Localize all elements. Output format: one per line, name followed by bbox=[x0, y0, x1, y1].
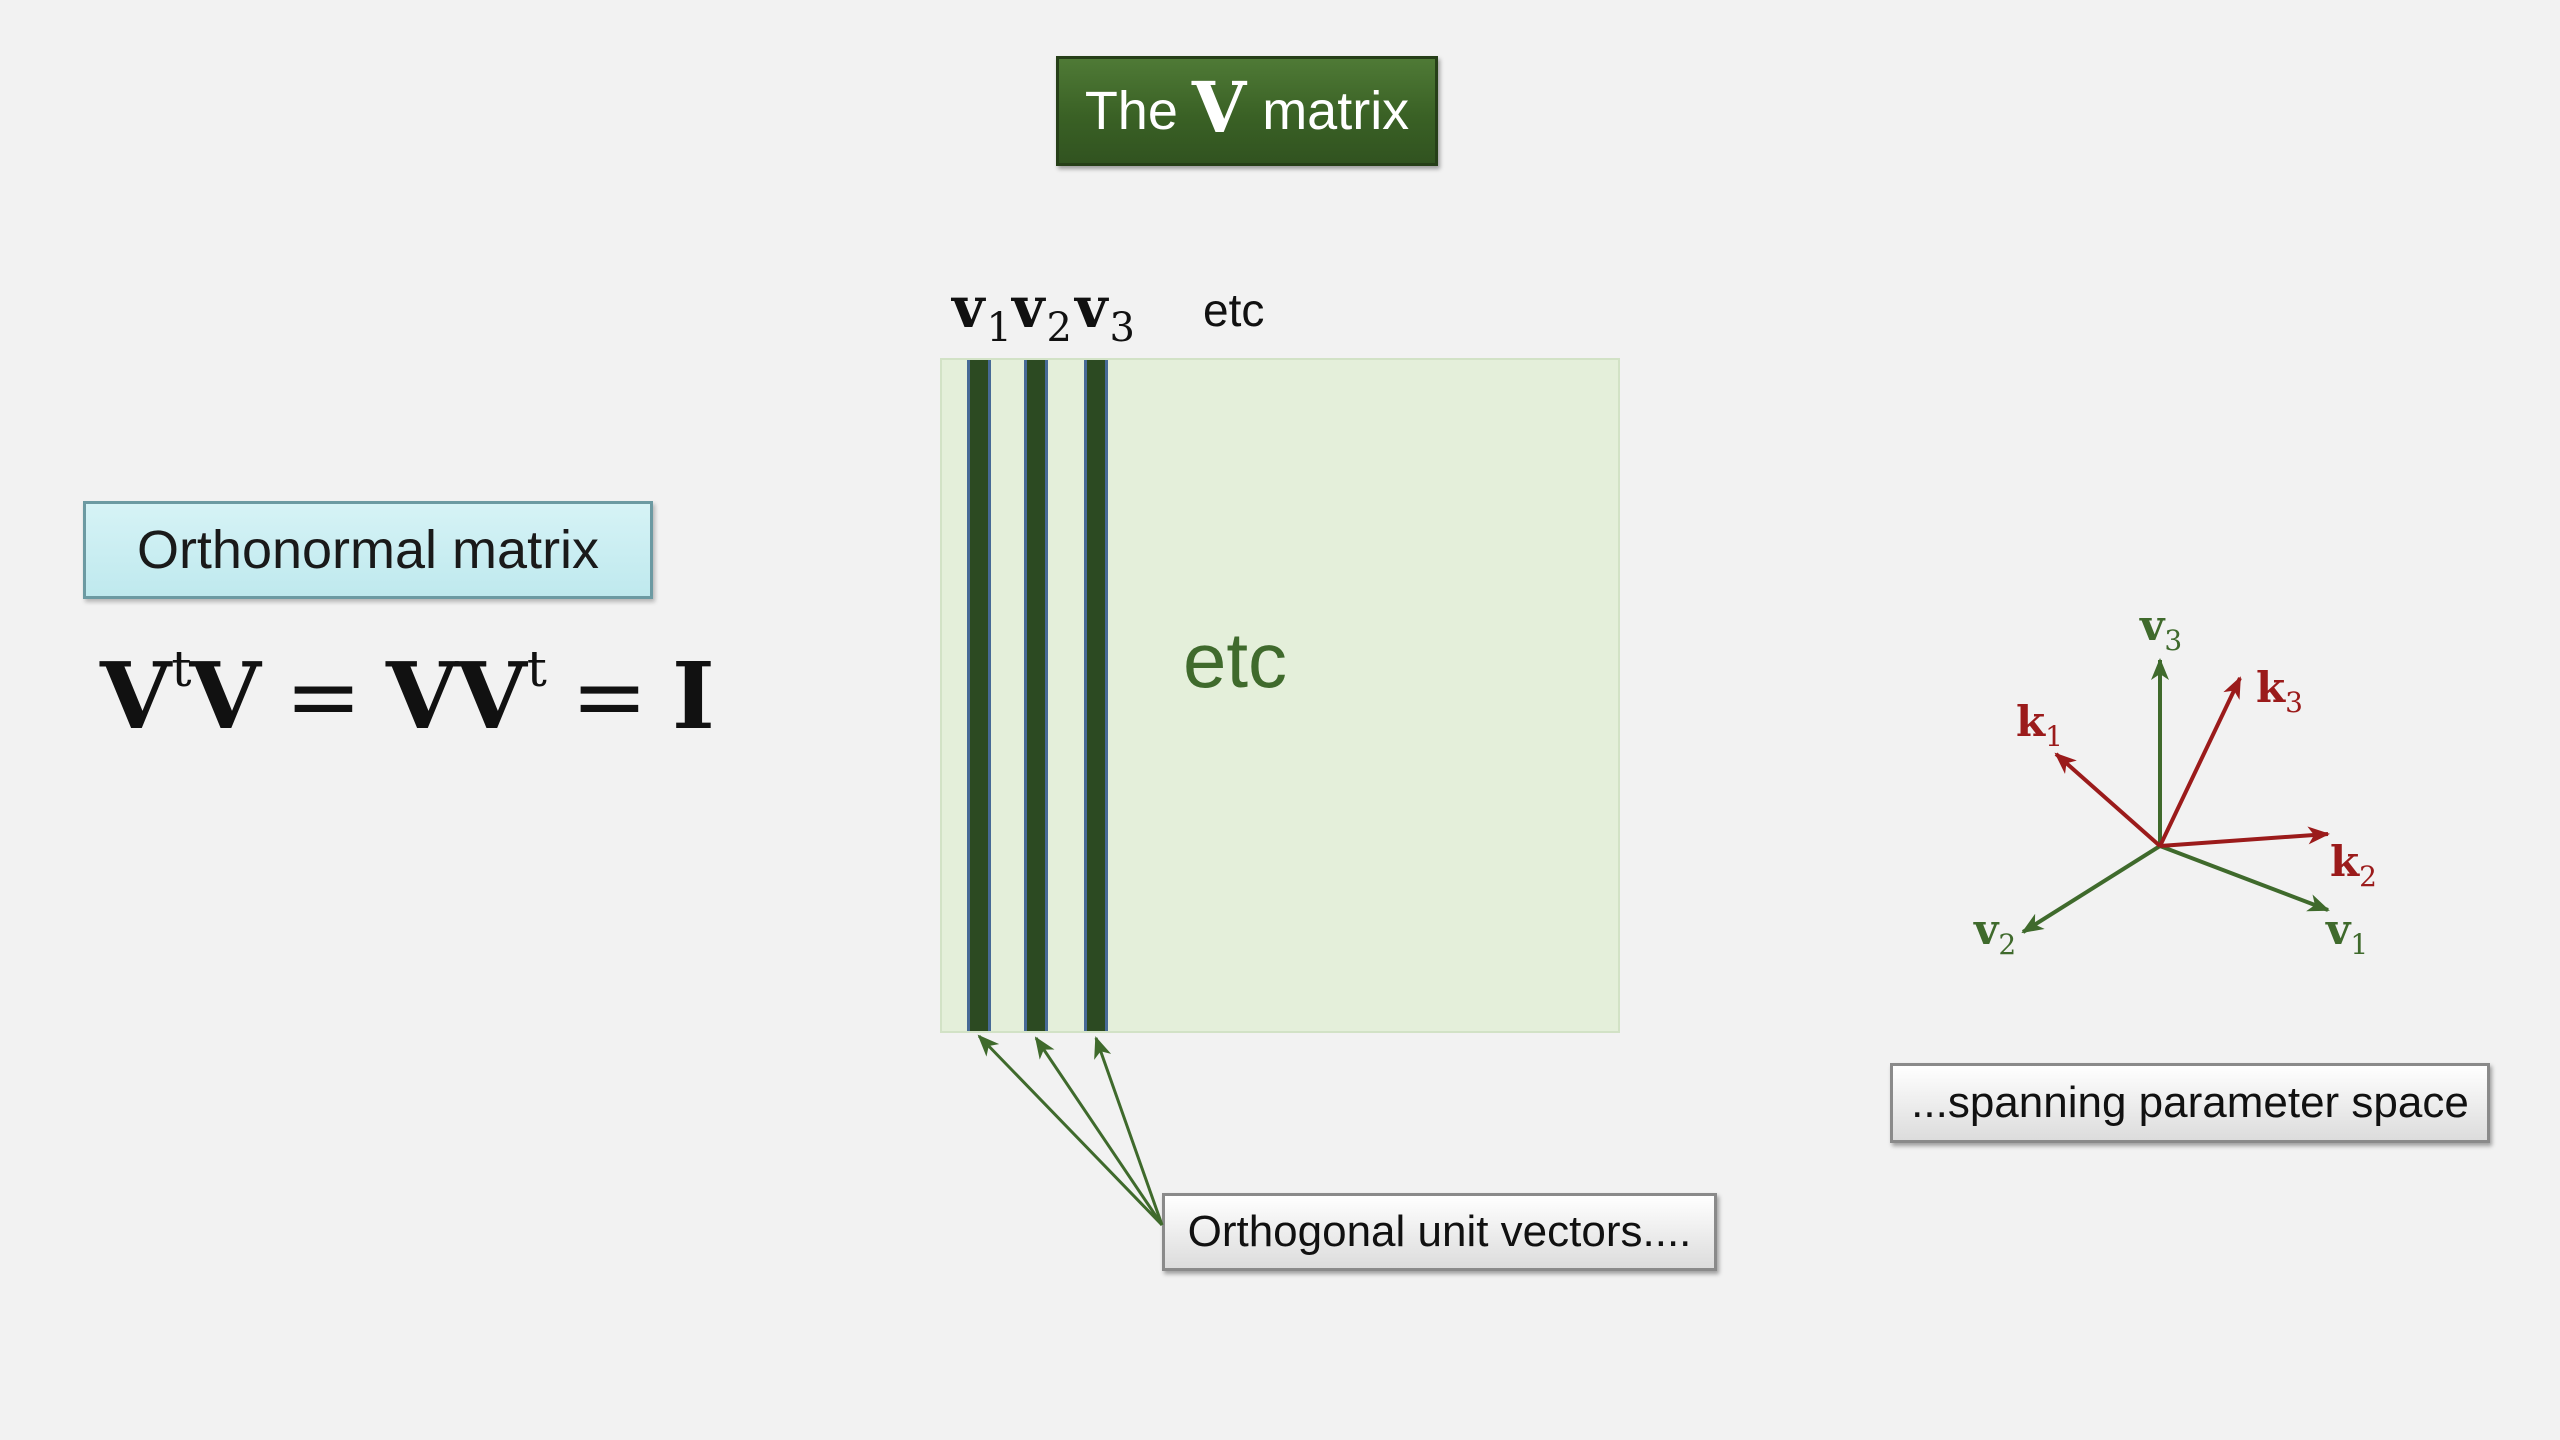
label-v3: v3 bbox=[2139, 601, 2182, 657]
columns-etc-label: etc bbox=[1203, 284, 1265, 336]
title-symbol: V bbox=[1191, 65, 1247, 149]
column-label-v1: v1 bbox=[952, 275, 1012, 351]
column-label-v2: v2 bbox=[1012, 275, 1072, 351]
vector-k1-arrow bbox=[2054, 752, 2162, 848]
v-matrix bbox=[940, 358, 1620, 1033]
eq-term-d: I bbox=[671, 642, 715, 750]
column-vector-2 bbox=[1024, 360, 1048, 1031]
eq-sup-1: t bbox=[171, 640, 191, 698]
vector-k2-arrow bbox=[2159, 826, 2330, 848]
pointer-arrow-v1 bbox=[977, 1034, 1164, 1227]
title-suffix: matrix bbox=[1262, 81, 1410, 141]
column-vector-1 bbox=[967, 360, 991, 1031]
orthonormal-label: Orthonormal matrix bbox=[136, 520, 600, 580]
spanning-space-text: ...spanning parameter space bbox=[1911, 1078, 2469, 1127]
column-label-v3: v3 bbox=[1075, 275, 1135, 351]
column-vector-3 bbox=[1084, 360, 1108, 1031]
vector-k3-arrow bbox=[2158, 676, 2242, 847]
orthogonal-vectors-callout: Orthogonal unit vectors.... bbox=[1162, 1193, 1717, 1271]
label-k1: k1 bbox=[2016, 697, 2063, 753]
title-prefix: The bbox=[1084, 81, 1178, 141]
pointer-arrow-v3 bbox=[1094, 1036, 1164, 1226]
spanning-space-callout: ...spanning parameter space bbox=[1890, 1063, 2490, 1143]
label-v1: v1 bbox=[2325, 905, 2368, 961]
label-k3: k3 bbox=[2256, 663, 2303, 719]
orthogonal-vectors-text: Orthogonal unit vectors.... bbox=[1187, 1207, 1692, 1256]
eq-term-b: V bbox=[189, 642, 260, 750]
eq-term-c: VV bbox=[385, 642, 527, 750]
pointer-arrow-v2 bbox=[1034, 1036, 1164, 1226]
eq-equals-2: = bbox=[570, 643, 648, 750]
eq-equals-1: = bbox=[284, 643, 362, 750]
title-box: The V matrix bbox=[1056, 56, 1438, 166]
label-v2: v2 bbox=[1973, 905, 2016, 961]
eq-sup-2: t bbox=[526, 640, 547, 698]
eq-term-a: V bbox=[100, 642, 171, 750]
matrix-etc-label: etc bbox=[1183, 616, 1288, 704]
vector-v2-arrow bbox=[2021, 844, 2162, 934]
orthonormal-label-box: Orthonormal matrix bbox=[83, 501, 653, 599]
label-k2: k2 bbox=[2330, 837, 2377, 893]
vector-v1-arrow bbox=[2159, 844, 2330, 912]
orthonormal-equation: VtV=VVt=I bbox=[100, 640, 715, 750]
